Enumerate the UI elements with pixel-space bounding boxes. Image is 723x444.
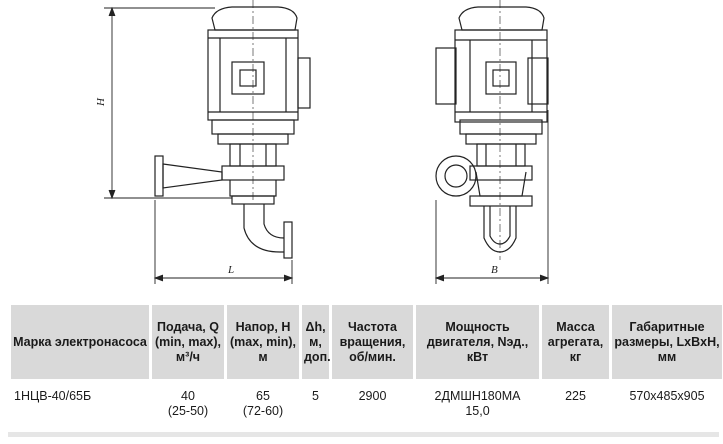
header-power: Мощность двигателя, Nэд., кВт bbox=[416, 305, 539, 379]
cell-head: 65 (72-60) bbox=[227, 379, 299, 430]
header-dh: Δh, м, доп. bbox=[302, 305, 331, 379]
cell-power-value: 15,0 bbox=[465, 404, 490, 418]
specs-table: Марка электронасоса Подача, Q (min, max)… bbox=[8, 305, 723, 430]
side-view-pump bbox=[154, 6, 311, 259]
header-rpm: Частота вращения, об/мин. bbox=[332, 305, 413, 379]
front-view-pump bbox=[435, 6, 549, 253]
cell-model: 1НЦВ-40/65Б bbox=[14, 389, 92, 403]
dim-label-b: B bbox=[491, 264, 498, 276]
header-head: Напор, Н (max, min), м bbox=[227, 305, 299, 379]
table-header-row: Марка электронасоса Подача, Q (min, max)… bbox=[11, 305, 722, 379]
header-model: Марка электронасоса bbox=[11, 305, 149, 379]
cell-flow-range: (25-50) bbox=[167, 404, 209, 418]
cell-head-nominal: 65 bbox=[256, 389, 270, 403]
pump-drawing: H L B bbox=[95, 0, 550, 284]
cell-dims: 570x485x905 bbox=[629, 389, 705, 403]
cell-mass: 225 bbox=[565, 389, 586, 403]
table-row: 1НЦВ-40/65Б 40 (25-50) 65 (72-60) 5 2900… bbox=[11, 379, 722, 430]
header-mass: Масса агрегата, кг bbox=[542, 305, 609, 379]
dim-label-h: H bbox=[95, 97, 107, 107]
header-flow: Подача, Q (min, max), м³/ч bbox=[152, 305, 224, 379]
cell-dh: 5 bbox=[312, 389, 319, 403]
cell-head-range: (72-60) bbox=[242, 404, 284, 418]
cell-flow: 40 (25-50) bbox=[152, 379, 224, 430]
table-bottom-rule bbox=[8, 432, 719, 437]
cell-motor: 2ДМШН180МА bbox=[434, 389, 521, 403]
cell-flow-nominal: 40 bbox=[181, 389, 195, 403]
dimension-lines bbox=[104, 6, 550, 284]
cell-rpm: 2900 bbox=[358, 389, 387, 403]
cell-power: 2ДМШН180МА 15,0 bbox=[416, 379, 539, 430]
dim-label-l: L bbox=[227, 264, 234, 276]
header-dims: Габаритные размеры, LxBxH, мм bbox=[612, 305, 722, 379]
